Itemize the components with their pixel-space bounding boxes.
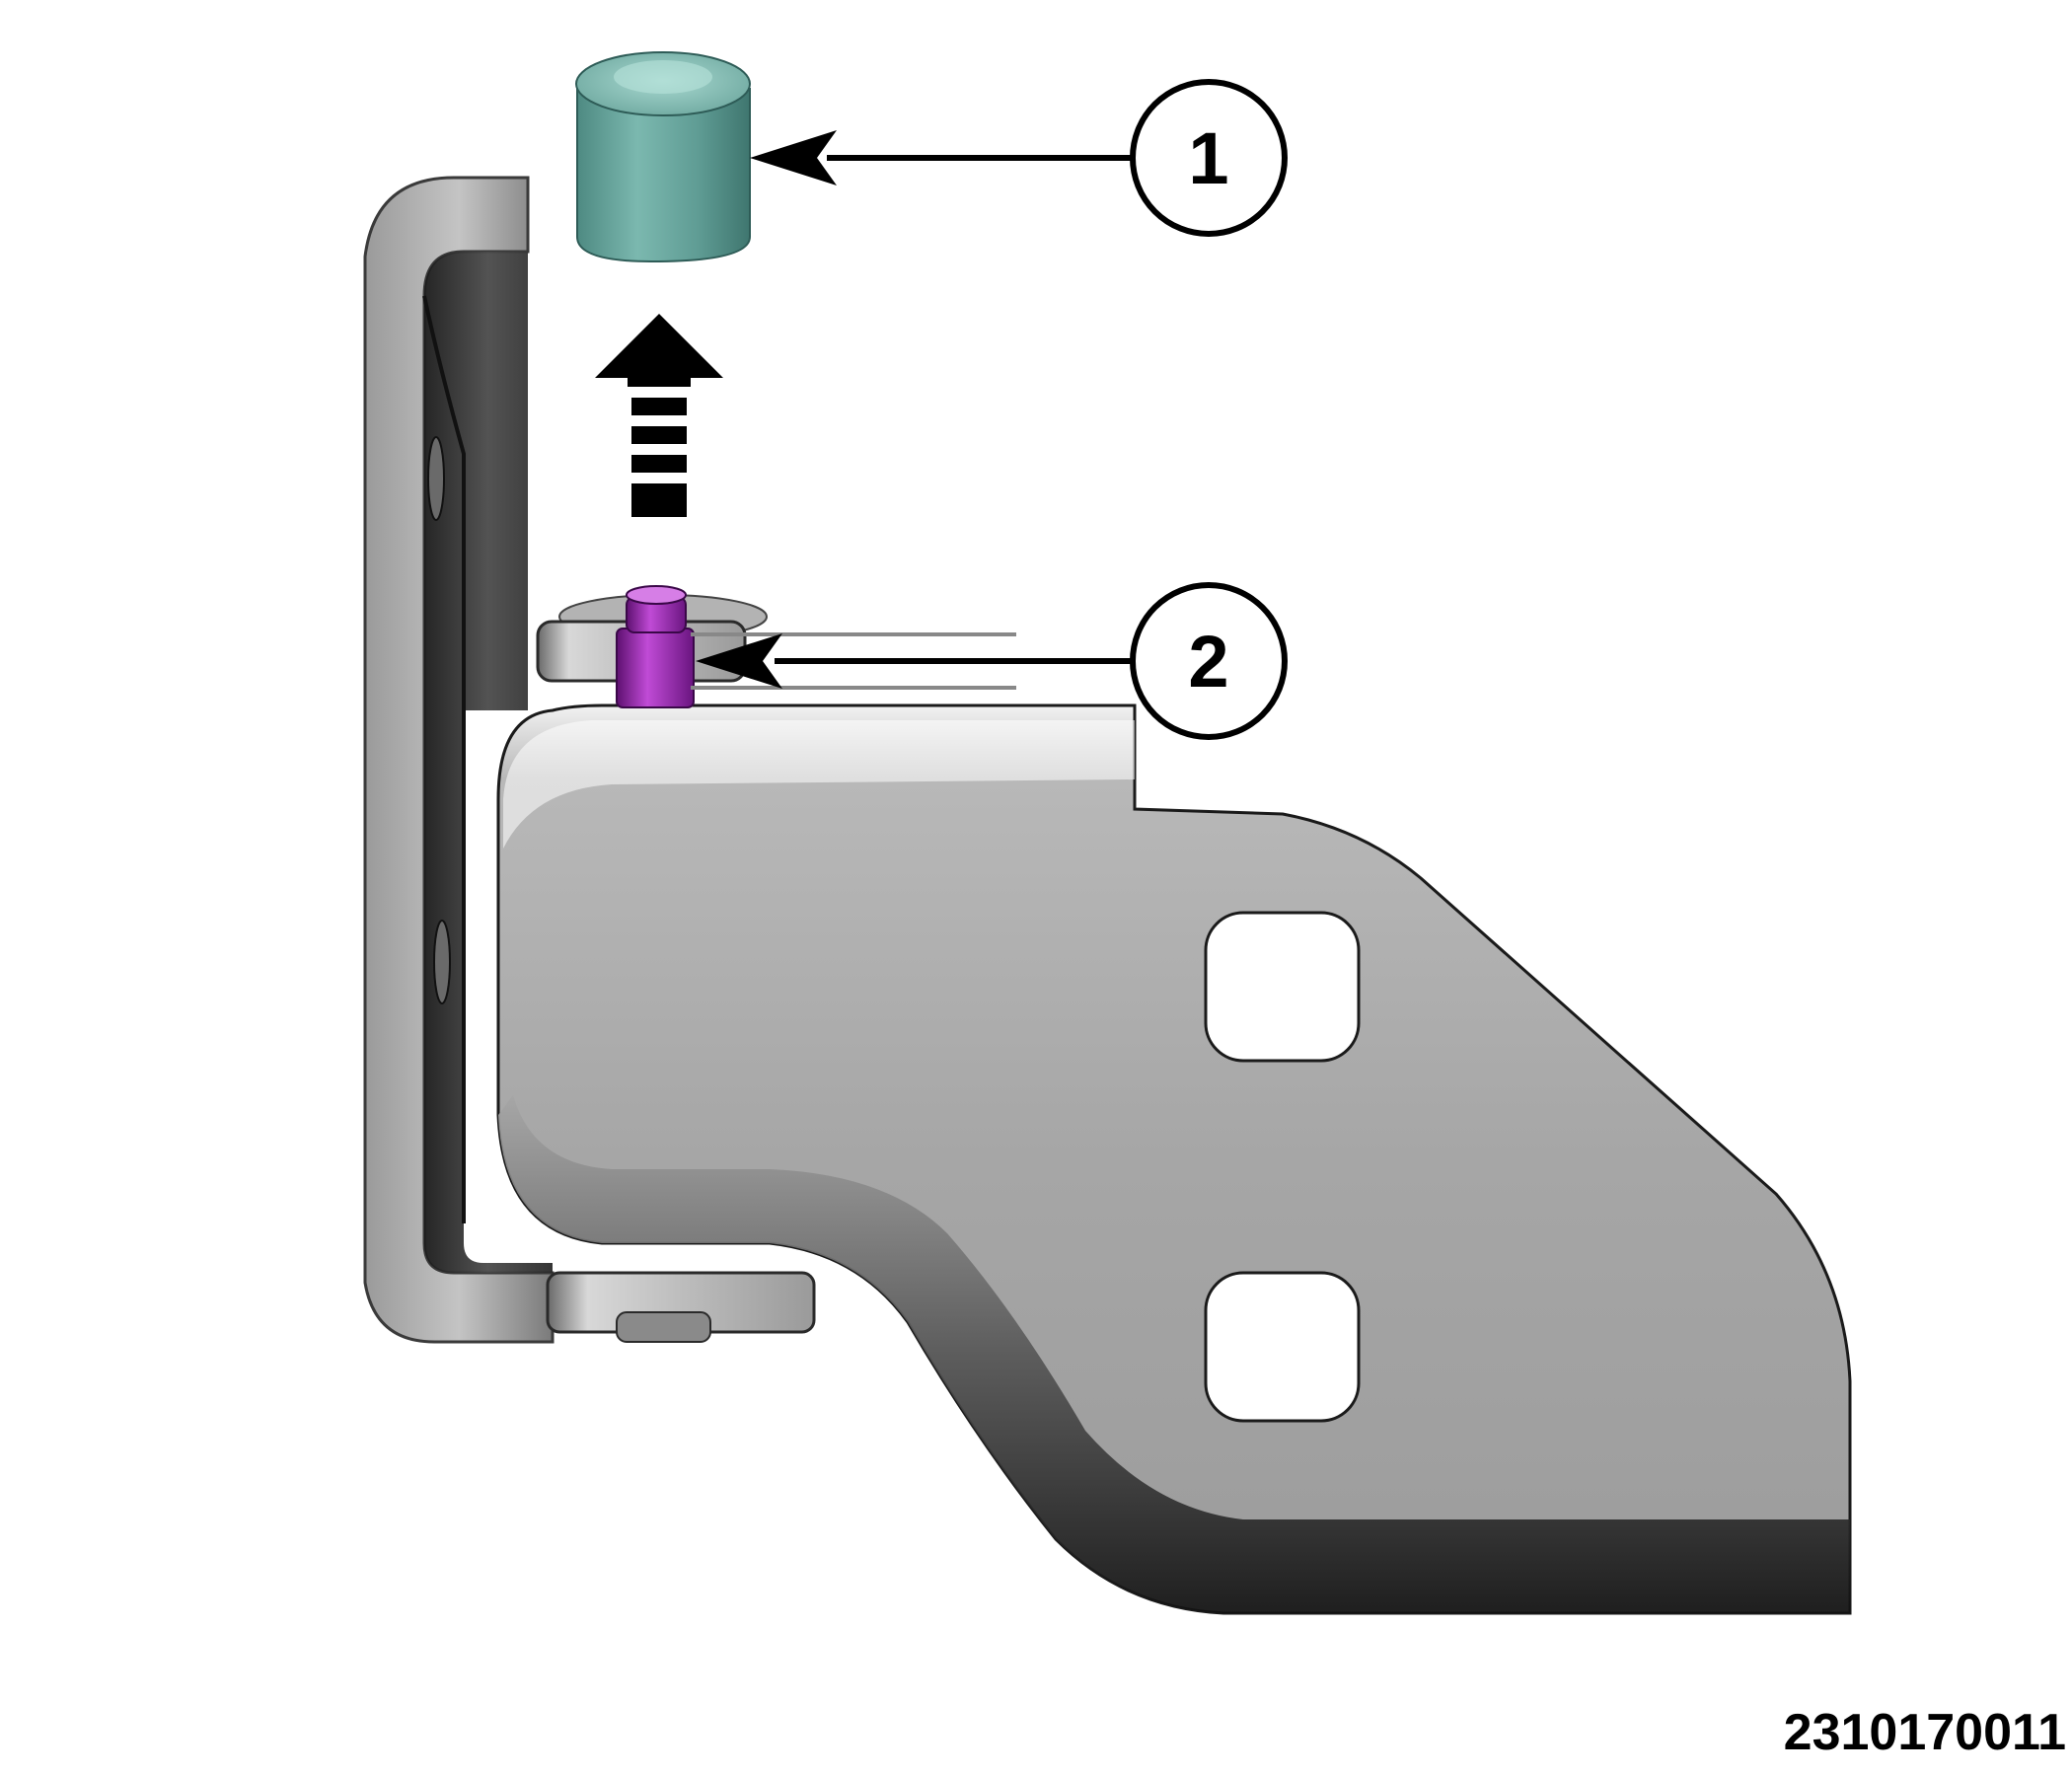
hinge-body-leaf (363, 176, 816, 1344)
hinge-door-plate (496, 703, 1852, 1615)
hinge-pin (616, 585, 695, 708)
removal-arrow-up-icon (595, 314, 723, 517)
callout-arrow-icon (750, 130, 837, 185)
plate-hole-upper (1204, 911, 1361, 1063)
mount-hole-icon (433, 920, 451, 1004)
callout-2: 2 (691, 582, 1288, 740)
plate-hole-lower (1204, 1271, 1361, 1423)
callout-1: 1 (750, 79, 1288, 237)
pin-cap (575, 51, 751, 263)
callout-number: 1 (1188, 117, 1228, 199)
callout-arrow-icon (696, 633, 782, 689)
callout-circle (1130, 582, 1288, 740)
mount-hole-icon (427, 436, 445, 521)
figure-id: 2310170011 (1783, 1704, 2066, 1761)
callout-number: 2 (1188, 621, 1228, 703)
callout-circle (1130, 79, 1288, 237)
